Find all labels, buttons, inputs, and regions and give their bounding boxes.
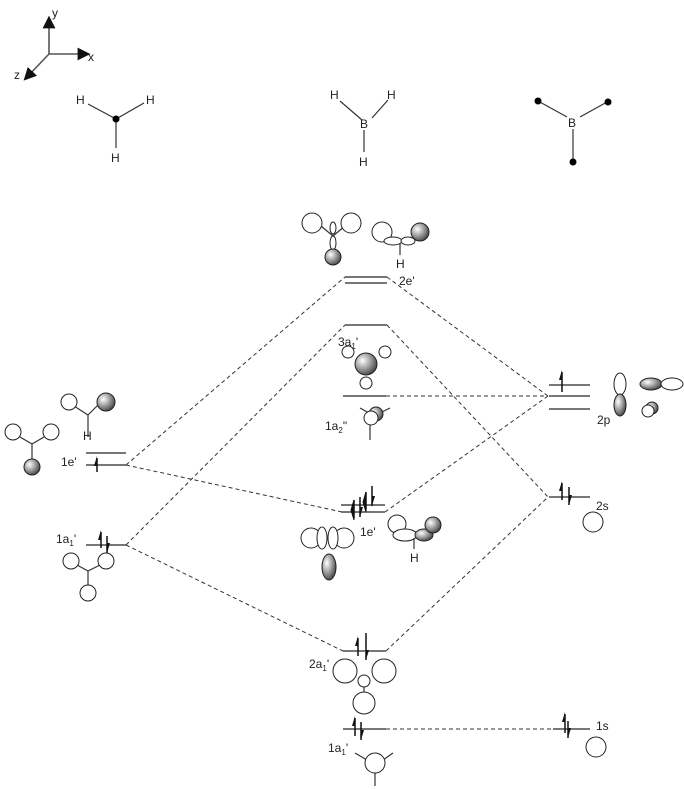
level-label: 1a2"	[325, 419, 347, 435]
level-label: 1e'	[61, 455, 77, 469]
level-label: 1e'	[360, 525, 376, 539]
axis-system: y x z	[14, 6, 94, 82]
orbital-1e-b: H	[387, 514, 442, 565]
level-label: 1a1'	[328, 741, 348, 757]
orbital-2a1	[332, 658, 397, 715]
level-label: 2e'	[399, 274, 415, 288]
level-label: 2p	[597, 413, 611, 427]
level-3a1: 3a1'	[338, 324, 387, 351]
h-atom-label: H	[387, 88, 396, 102]
level-2p: 2p	[549, 370, 611, 427]
h3-fragment-structure: H H H	[76, 93, 155, 165]
orbital-3a1	[341, 345, 392, 390]
center-dot	[112, 115, 120, 123]
orbital-1a1-core	[354, 752, 394, 786]
h-atom-label: H	[396, 257, 405, 271]
level-2a1: 2a1'	[309, 633, 386, 673]
level-label: 3a1'	[338, 335, 358, 351]
correlation-lines	[125, 276, 553, 730]
level-1e: 1e'	[341, 486, 385, 539]
orbital-left-1e-a: H	[60, 392, 116, 443]
level-2s: 2s	[549, 481, 609, 513]
level-left-1e: 1e'	[61, 452, 126, 472]
boron-fragment-structure: B	[534, 97, 612, 166]
orbital-2p	[613, 372, 684, 418]
orbital-1e-a	[300, 526, 355, 581]
level-left-1a1: 1a1'	[56, 530, 126, 553]
h-atom-label: H	[359, 155, 368, 169]
level-label: 2a1'	[309, 657, 329, 673]
h-atom-label: H	[410, 551, 419, 565]
h-atom-label: H	[146, 93, 155, 107]
orbital-2e-b: H	[371, 221, 430, 271]
level-1a2: 1a2"	[325, 395, 386, 435]
level-label: 2s	[596, 499, 609, 513]
orbital-left-1e-b	[4, 423, 60, 476]
h-atom-label: H	[76, 93, 85, 107]
boron-atom-label: B	[568, 116, 576, 130]
h-atom-label: H	[111, 151, 120, 165]
level-1s: 1s	[553, 712, 609, 738]
bh3-structure: H H B H	[330, 88, 396, 169]
orbital-2s	[582, 511, 604, 533]
orbital-1a2	[359, 406, 391, 440]
z-axis-label: z	[14, 68, 20, 82]
z-axis	[23, 53, 50, 81]
y-axis-label: y	[52, 6, 58, 20]
orbital-1s	[585, 736, 607, 758]
boron-atom-label: B	[360, 117, 368, 131]
orbital-2e-a	[301, 212, 362, 266]
level-1a1: 1a1'	[328, 716, 386, 757]
h-atom-label: H	[330, 88, 339, 102]
orbital-left-1a1	[62, 552, 115, 602]
level-2e: 2e'	[345, 274, 415, 288]
h-atom-label: H	[83, 429, 92, 443]
x-axis-label: x	[88, 50, 94, 64]
level-label: 1a1'	[56, 532, 76, 548]
level-label: 1s	[596, 719, 609, 733]
